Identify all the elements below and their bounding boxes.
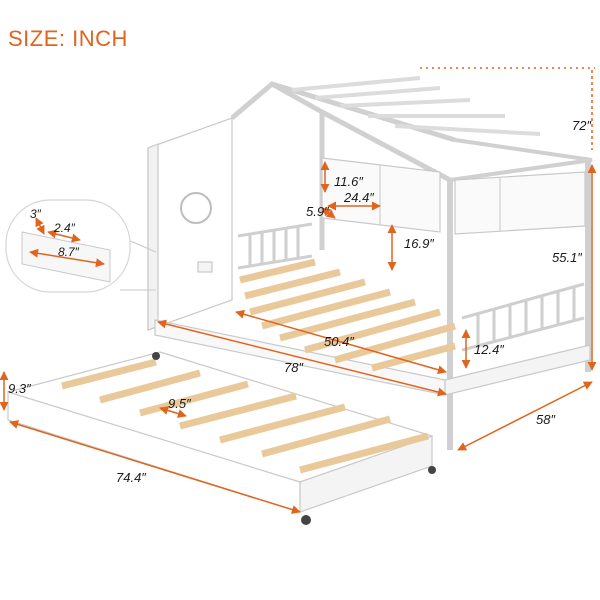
trundle-wheel [301,515,311,525]
headboard-rail-label: 16.9″ [404,236,434,251]
shelf-width-label: 24.4″ [343,190,374,205]
roof-crossbar-5 [394,124,541,136]
dimension-lines [0,67,597,514]
length-label: 78″ [284,360,303,375]
roof-crossbar-2 [314,86,441,100]
trundle-top-edge [7,351,161,393]
depth-label: 58″ [536,412,555,427]
footboard-rail-label: 12.4″ [474,342,504,357]
front-guardrail [461,282,585,352]
side-panel-edge [147,143,159,331]
detail-a-line [35,217,45,235]
trundle-front [299,435,433,513]
shelf-height-label: 11.6″ [334,174,363,189]
inner-length-line [235,309,447,375]
trundle-wheel [152,352,160,360]
side-height-label: 55.1″ [552,250,582,265]
trundle-length-label: 74.4″ [116,470,146,485]
inner-length-label: 50.4″ [324,334,354,349]
slat-gap-line [159,406,187,418]
shelf-depth-line [321,207,336,219]
front-shelf [454,171,586,235]
overall-height-label: 72″ [572,118,591,133]
side-panel [147,117,233,331]
depth-line [457,381,593,451]
page-title: SIZE: INCH [8,26,128,51]
detail-b-line [47,229,81,243]
dimension-labels: 72″ 55.1″ 58″ 78″ 50.4″ 11.6″ 24.4″ 5.9″… [8,118,591,485]
back-guardrail [237,222,313,270]
shelf-depth-label: 5.9″ [306,204,329,219]
roof-right-rafter [320,109,452,183]
roof-crossbar-3 [339,98,471,108]
slat-gap-label: 9.5″ [168,396,191,411]
roof-crossbar-1 [291,76,421,92]
detail-c-label: 8.7″ [58,245,80,259]
detail-b-label: 2.4″ [53,221,76,235]
roof-front-rafter [449,138,593,182]
trundle-height-label: 9.3″ [8,381,31,396]
porthole-window [180,192,212,224]
detail-a-label: 3″ [30,207,42,221]
roof-ridge [271,81,456,143]
detail-callout [5,199,157,293]
headboard-shelf [321,157,441,233]
trundle-length-line [9,420,301,514]
trundle-wheel [428,466,436,474]
side-cup-holder [197,261,213,273]
detail-c-line [29,248,105,268]
